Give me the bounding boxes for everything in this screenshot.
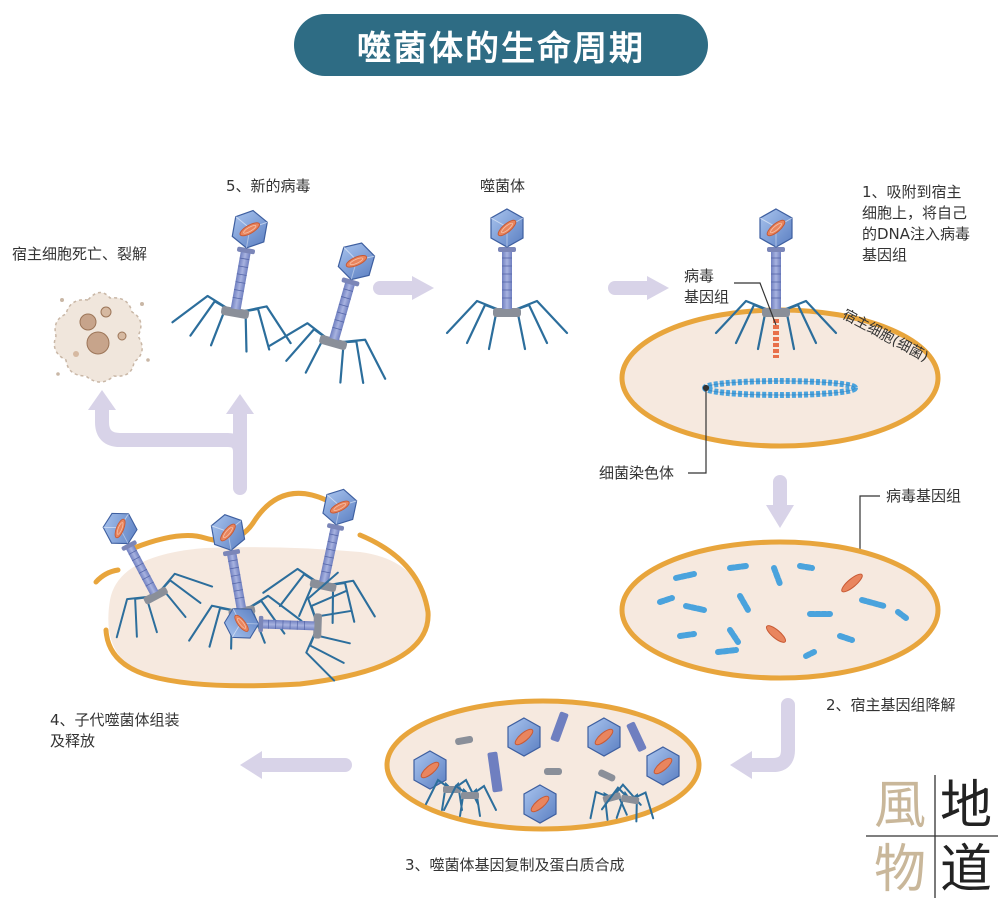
logo-char-1: 風 — [874, 776, 927, 836]
label-host-lysis: 宿主细胞死亡、裂解 — [12, 245, 148, 263]
new-phage-1 — [168, 199, 314, 360]
logo-char-2: 地 — [940, 776, 993, 836]
label-step3: 3、噬菌体基因复制及蛋白质合成 — [405, 856, 625, 874]
page-title: 噬菌体的生命周期 — [357, 28, 645, 69]
lysed-cell — [53, 291, 150, 383]
host-cell-step3 — [384, 698, 702, 832]
new-phage-2 — [264, 225, 421, 396]
host-cell-step4 — [93, 490, 431, 689]
cycle-arrows — [95, 281, 795, 772]
logo-char-4: 道 — [940, 840, 993, 900]
label-new-virus: 5、新的病毒 — [226, 177, 311, 195]
degraded-dna-fragments — [657, 563, 909, 659]
label-phage: 噬菌体 — [480, 177, 526, 195]
logo-grid — [866, 775, 998, 898]
phage-illustration — [445, 207, 569, 351]
label-viral-genome-right: 病毒基因组 — [886, 487, 962, 505]
label-step4: 4、子代噬菌体组装 及释放 — [50, 711, 180, 750]
label-step2: 2、宿主基因组降解 — [826, 696, 956, 714]
label-viral-genome-left: 病毒 基因组 — [684, 267, 730, 306]
logo-char-3: 物 — [874, 840, 927, 900]
arrow-heads — [88, 276, 794, 779]
label-step1: 1、吸附到宿主 细胞上，将自己 的DNA注入病毒 基因组 — [862, 183, 971, 264]
title-banner: 噬菌体的生命周期 — [294, 14, 708, 76]
label-bacterial-chromosome: 细菌染色体 — [599, 464, 675, 482]
host-cell-step2 — [619, 539, 941, 681]
